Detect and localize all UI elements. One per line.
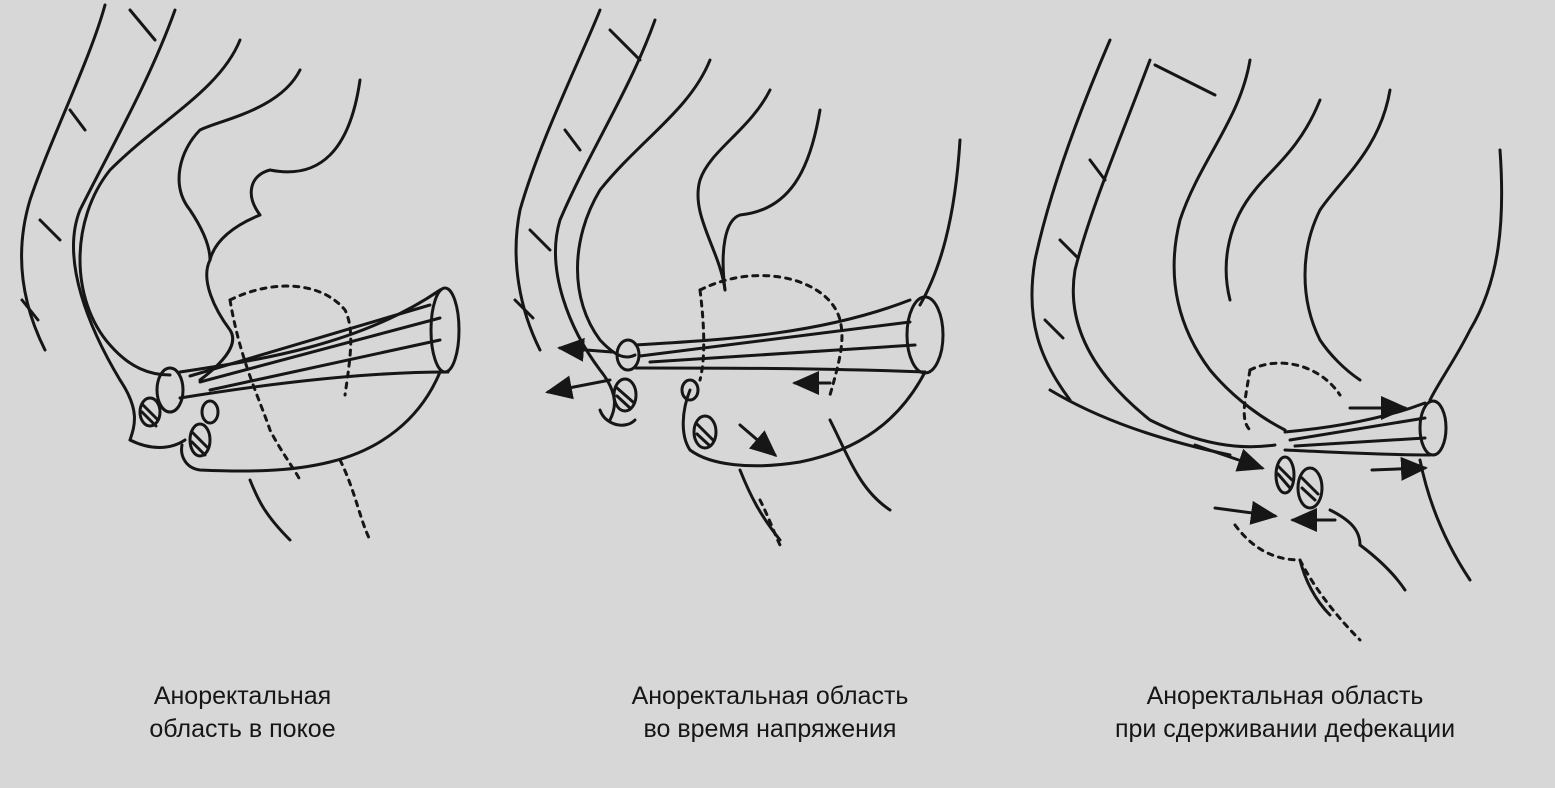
force-arrows	[545, 337, 832, 457]
rectum-wall	[78, 38, 362, 382]
sacrum-outline	[1030, 38, 1277, 457]
caption-strain-line-2: во время напряжения	[643, 715, 897, 743]
perineum-outline	[180, 284, 442, 542]
perineum-outline	[681, 274, 927, 547]
levator-muscle	[1283, 399, 1448, 457]
caption-hold-line-2: при сдерживании дефекации	[1114, 715, 1456, 743]
sacrum-outline	[20, 3, 177, 442]
rectum-wall	[1172, 58, 1504, 432]
caption-strain: Аноректальная область во время напряжени…	[565, 680, 975, 746]
panel-rest-illustration	[20, 3, 461, 542]
anal-sphincter	[128, 366, 220, 458]
anal-sphincter	[598, 377, 718, 450]
caption-hold-line-1: Аноректальная область	[1146, 682, 1424, 710]
caption-rest: Аноректальная область в покое	[110, 680, 375, 746]
rectum-wall	[576, 58, 962, 359]
perineum-outline	[1233, 361, 1472, 642]
caption-rest-line-2: область в покое	[149, 715, 336, 743]
panel-strain-illustration	[513, 8, 962, 547]
anal-sphincter	[1274, 455, 1324, 510]
force-arrows	[1193, 396, 1428, 532]
sacrum-outline	[513, 8, 657, 422]
levator-muscle	[615, 295, 945, 375]
caption-hold: Аноректальная область при сдерживании де…	[1040, 680, 1530, 746]
panel-hold-illustration	[1030, 38, 1504, 642]
caption-strain-line-1: Аноректальная область	[631, 682, 909, 710]
caption-rest-line-1: Аноректальная	[153, 682, 332, 710]
levator-muscle	[178, 286, 461, 400]
